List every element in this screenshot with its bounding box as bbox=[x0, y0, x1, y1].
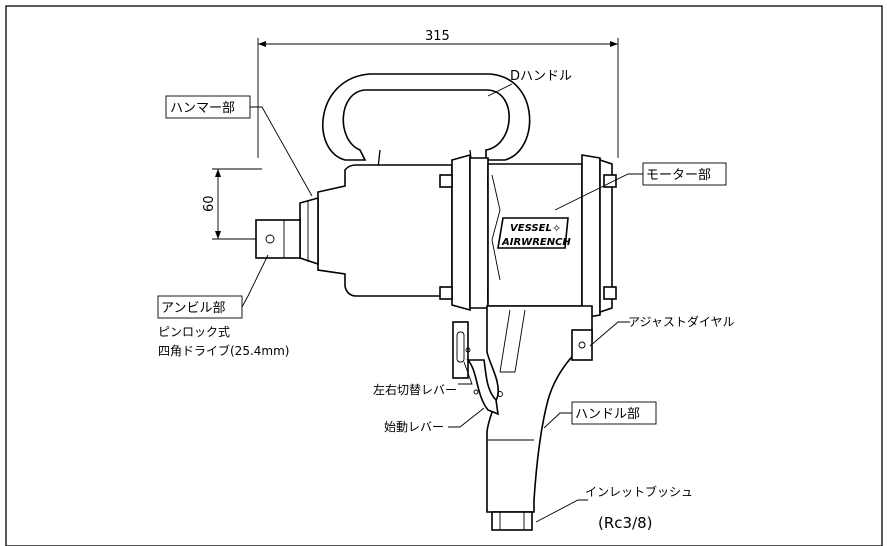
dimension-height: 60 bbox=[202, 168, 262, 240]
label-anvil-note2: 四角ドライブ(25.4mm) bbox=[158, 343, 289, 358]
callout-inlet: インレットブッシュ (Rc3/8) bbox=[535, 484, 693, 532]
label-d-handle: Dハンドル bbox=[510, 69, 572, 84]
label-handle: ハンドル部 bbox=[575, 407, 640, 422]
logo-star-icon: ✧ bbox=[552, 222, 561, 235]
callout-anvil: アンビル部 ピンロック式 四角ドライブ(25.4mm) bbox=[157, 254, 289, 358]
label-adjust-dial: アジャストダイヤル bbox=[628, 314, 735, 329]
logo-line2: AIRWRENCH bbox=[501, 237, 571, 248]
logo-plate: VESSEL AIRWRENCH ✧ bbox=[497, 217, 571, 249]
callout-d-handle: Dハンドル bbox=[487, 69, 572, 97]
callout-hammer: ハンマー部 bbox=[165, 95, 313, 197]
dimension-width: 315 bbox=[257, 29, 619, 158]
callout-motor: モーター部 bbox=[554, 162, 727, 211]
hammer-case bbox=[299, 164, 453, 297]
anvil bbox=[255, 219, 301, 259]
dimension-height-value: 60 bbox=[202, 195, 217, 212]
logo-line1: VESSEL bbox=[510, 223, 552, 234]
label-inlet-size: (Rc3/8) bbox=[598, 514, 653, 532]
label-anvil-note1: ピンロック式 bbox=[158, 325, 230, 339]
callout-start-lever: 始動レバー bbox=[384, 407, 485, 434]
label-hammer: ハンマー部 bbox=[170, 101, 235, 116]
frame bbox=[5, 5, 883, 546]
flanges bbox=[439, 153, 501, 312]
label-anvil: アンビル部 bbox=[161, 301, 225, 316]
label-start-lever: 始動レバー bbox=[384, 420, 444, 434]
label-switch-lever: 左右切替レバー bbox=[373, 382, 457, 397]
callout-handle: ハンドル部 bbox=[543, 401, 657, 429]
callout-switch-lever: 左右切替レバー bbox=[373, 361, 473, 397]
dimension-width-value: 315 bbox=[425, 29, 450, 44]
callout-adjust-dial: アジャストダイヤル bbox=[589, 314, 735, 347]
label-inlet: インレットブッシュ bbox=[585, 484, 693, 499]
label-motor: モーター部 bbox=[646, 168, 711, 183]
d-handle bbox=[322, 73, 531, 169]
grip bbox=[486, 305, 593, 531]
